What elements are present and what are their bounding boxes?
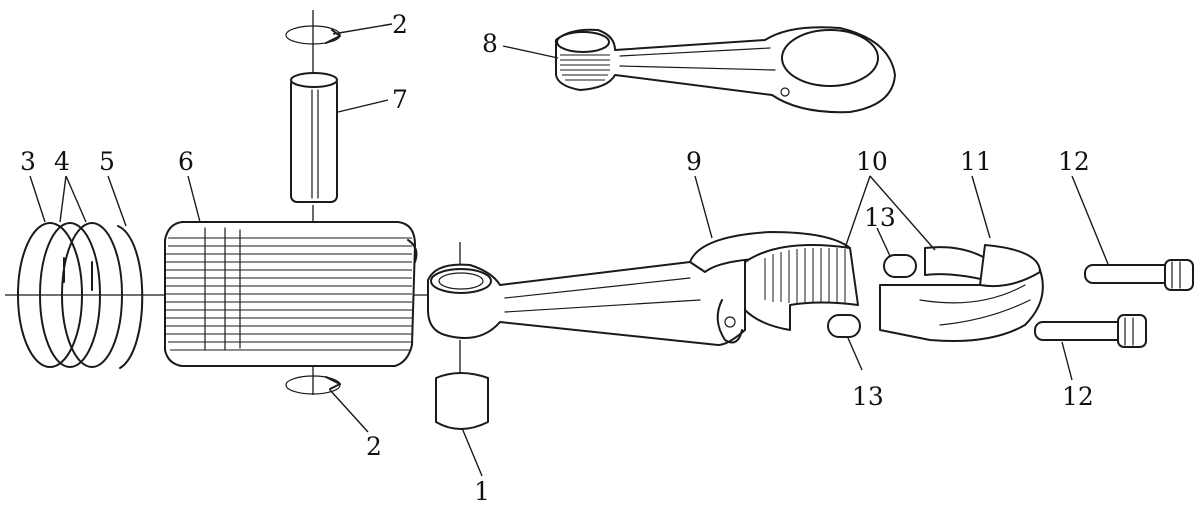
lower-bearing-shell (924, 246, 986, 281)
vertical-axis (312, 10, 461, 395)
dowel-sleeve-upper (883, 254, 917, 278)
label-12-bottom: 12 (1062, 382, 1094, 411)
leader-lines (29, 23, 1109, 477)
label-12-top: 12 (1058, 147, 1090, 176)
label-5: 5 (99, 147, 115, 176)
label-7: 7 (392, 85, 408, 114)
piston (164, 221, 418, 367)
label-2-top: 2 (392, 10, 408, 39)
assembled-connecting-rod (555, 26, 896, 114)
rod-bolt-upper (1084, 259, 1194, 291)
small-end-hatch (560, 54, 610, 81)
rotation-arrow-bottom (285, 375, 341, 395)
dowel-sleeve-lower (827, 314, 861, 338)
part-labels: 1 2 2 3 4 5 6 7 8 9 10 11 12 12 13 13 (20, 10, 1094, 506)
bearing-shell-hatch (764, 248, 846, 303)
label-10: 10 (856, 147, 888, 176)
label-4: 4 (54, 147, 70, 176)
rotation-arrow-top (285, 25, 341, 45)
label-6: 6 (178, 147, 194, 176)
piston-ring-grooves (166, 227, 412, 351)
label-3: 3 (20, 147, 36, 176)
small-end-bushing (435, 372, 489, 430)
piston-pin (290, 72, 338, 203)
label-1: 1 (474, 477, 490, 506)
rod-bolt-lower (1034, 314, 1147, 348)
label-2-bottom: 2 (366, 432, 382, 461)
label-11: 11 (960, 147, 992, 176)
upper-bearing-shell (744, 244, 859, 331)
connecting-rod (427, 231, 851, 346)
label-13-top: 13 (864, 203, 896, 232)
label-9: 9 (686, 147, 702, 176)
label-8: 8 (482, 29, 498, 58)
piston-rings (17, 222, 144, 369)
rod-cap (879, 244, 1044, 342)
label-13-bottom: 13 (852, 382, 884, 411)
